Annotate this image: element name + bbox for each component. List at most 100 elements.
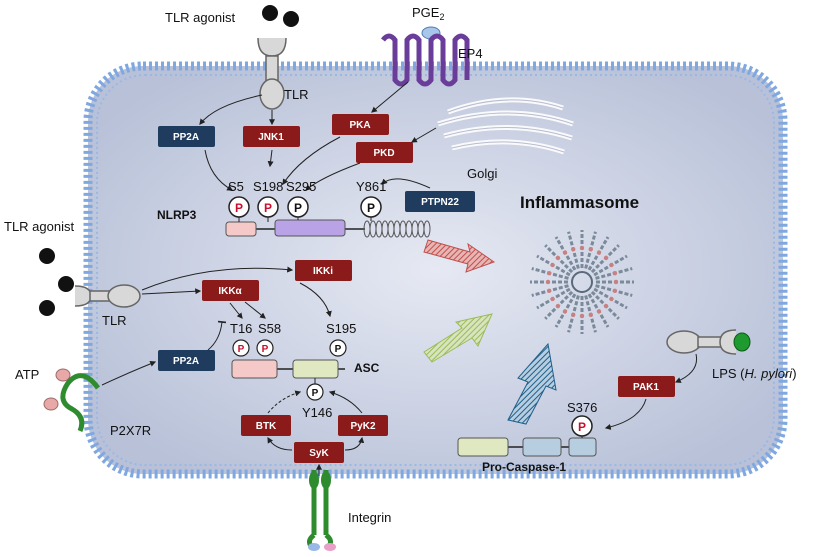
tlr-agonist-molecule <box>262 5 278 21</box>
svg-text:Y861: Y861 <box>356 179 386 194</box>
svg-text:S195: S195 <box>326 321 356 336</box>
lps-receptor <box>666 329 737 355</box>
inflammasome-subunit <box>562 309 568 314</box>
tlr-receptor-top: TLR <box>257 37 309 110</box>
tlr-agonist-molecule <box>39 300 55 316</box>
integrin-receptor <box>306 470 334 549</box>
syk-box: SyK <box>294 442 344 463</box>
s376-label: S376 <box>567 400 597 415</box>
tlr-label-left: TLR <box>102 313 127 328</box>
svg-text:S5: S5 <box>228 179 244 194</box>
inflammasome-subunit <box>545 279 551 285</box>
pp2a-box-mid: PP2A <box>158 350 215 371</box>
inflammasome-label: Inflammasome <box>520 193 639 212</box>
svg-text:BTK: BTK <box>256 421 277 432</box>
inflammasome-subunit <box>609 296 614 302</box>
pge2-label: PGE2 <box>412 5 444 22</box>
inflammasome-subunit <box>612 288 618 293</box>
tlr-agonist-label-left: TLR agonist <box>4 219 74 234</box>
phospho-site-marker <box>287 196 309 218</box>
pkd-box: PKD <box>356 142 413 163</box>
svg-text:P: P <box>235 201 243 215</box>
inflammasome-subunit <box>603 255 609 261</box>
ep4-label: EP4 <box>458 46 483 61</box>
inflammasome-subunit <box>612 271 618 276</box>
asc-protein <box>231 359 345 384</box>
svg-text:P: P <box>312 388 319 399</box>
svg-text:PyK2: PyK2 <box>350 421 375 432</box>
atp-label: ATP <box>15 367 39 382</box>
nlrp3-assembly-arrow <box>423 239 496 273</box>
inflammasome-subunit <box>613 279 619 285</box>
ptpn22-box: PTPN22 <box>405 191 475 212</box>
svg-text:SyK: SyK <box>309 448 329 459</box>
asc-phospho-sites: T16 S58 S195 P P P P Y146 <box>230 321 356 420</box>
svg-text:P: P <box>294 201 302 215</box>
inflammasome-subunit <box>571 312 576 318</box>
svg-text:P: P <box>367 201 375 215</box>
inflammasome-subunit <box>579 313 585 319</box>
tlr-agonist-molecule <box>283 11 299 27</box>
golgi-label: Golgi <box>467 166 497 181</box>
svg-text:P: P <box>578 420 586 434</box>
inflammasome-subunit <box>555 303 561 309</box>
inflammasome-subunit <box>550 262 555 268</box>
pak1-box: PAK1 <box>618 376 675 397</box>
inflammasome-subunit <box>579 245 585 251</box>
phospho-site-marker <box>232 339 250 357</box>
svg-text:P: P <box>264 201 272 215</box>
svg-text:PP2A: PP2A <box>173 132 199 143</box>
tlr-receptor-left <box>74 284 141 308</box>
pp2a-box-top: PP2A <box>158 126 215 147</box>
inflammasome-complex <box>530 230 634 334</box>
jnk1-box: JNK1 <box>243 126 300 147</box>
p2x7r-label: P2X7R <box>110 423 151 438</box>
tlr-label-top: TLR <box>284 87 309 102</box>
svg-text:S295: S295 <box>286 179 316 194</box>
svg-text:PAK1: PAK1 <box>633 382 659 393</box>
ikka-box: IKKα <box>202 280 259 301</box>
inflammasome-subunit <box>596 250 602 255</box>
atp-molecule <box>43 397 59 411</box>
pka-box: PKA <box>332 114 389 135</box>
integrin-ligand <box>324 543 336 551</box>
mid-signal-arrows <box>141 266 332 351</box>
svg-text:P: P <box>335 344 342 355</box>
nlrp3-protein <box>225 219 431 238</box>
ep4-receptor <box>381 33 470 87</box>
inflammasome-subunit <box>562 250 568 255</box>
inflammasome-subunit <box>609 262 614 268</box>
inflammasome-subunit <box>588 312 593 318</box>
svg-text:PP2A: PP2A <box>173 356 199 367</box>
phospho-site-marker <box>228 196 250 218</box>
nlrp3-phospho-sites: S5 S198 S295 Y861 P P P P <box>228 179 386 222</box>
svg-text:T16: T16 <box>230 321 252 336</box>
svg-text:P: P <box>238 344 245 355</box>
phospho-site-marker <box>360 196 382 218</box>
asc-assembly-arrow <box>423 313 493 363</box>
svg-text:IKKi: IKKi <box>313 266 333 277</box>
svg-text:S58: S58 <box>258 321 281 336</box>
svg-text:Y146: Y146 <box>302 405 332 420</box>
inflammasome-subunit <box>596 309 602 314</box>
p2x7r-receptor <box>60 373 101 432</box>
pro-caspase-label: Pro-Caspase-1 <box>482 460 566 474</box>
atp-molecule <box>55 368 71 382</box>
phospho-site-marker <box>257 196 279 218</box>
inflammasome-subunit <box>571 246 576 252</box>
lps-molecule <box>733 332 751 352</box>
inflammasome-subunit <box>546 288 552 293</box>
tlr-agonist-molecule <box>58 276 74 292</box>
lps-label: LPS (H. pylori) <box>712 366 797 381</box>
inflammasome-subunit <box>546 271 552 276</box>
svg-text:JNK1: JNK1 <box>258 132 284 143</box>
tlr-agonist-label-top: TLR agonist <box>165 10 235 25</box>
inflammasome-subunit <box>603 303 609 309</box>
inflammasome-subunit <box>550 296 555 302</box>
pro-caspase-1-protein <box>457 436 597 457</box>
inflammasome-subunit <box>555 255 561 261</box>
nlrp3-label: NLRP3 <box>157 208 197 222</box>
inflammasome-core <box>571 271 593 293</box>
svg-text:P: P <box>262 344 269 355</box>
